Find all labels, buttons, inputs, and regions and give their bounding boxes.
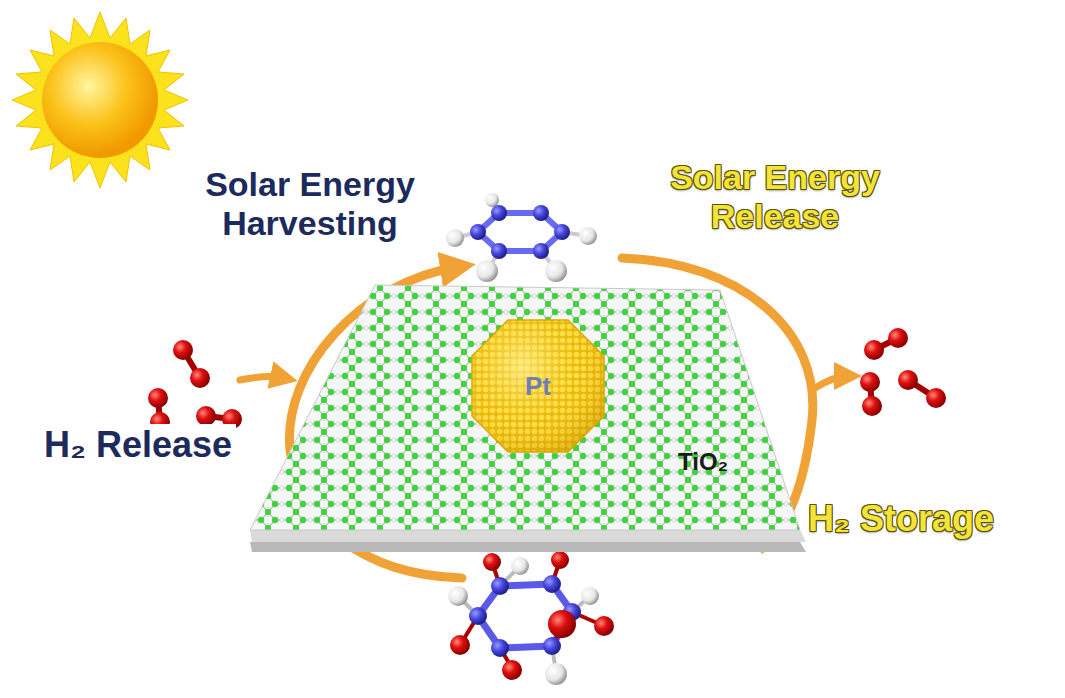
step-label: H₂ Storage <box>808 498 994 539</box>
oxygen-out-arrow <box>815 376 848 388</box>
step-label: Solar Energy Harvesting <box>150 165 470 243</box>
hydrogenated-molecule <box>448 551 614 685</box>
step-label: Solar Energy Release <box>640 158 910 236</box>
oxygen-molecules <box>148 340 242 432</box>
oxygen-molecules <box>860 328 946 416</box>
aromatic-molecule <box>446 193 597 282</box>
metal-label: Pt <box>525 371 551 402</box>
oxygen-in-arrow <box>240 377 284 380</box>
tio2-sheet: TiO₂ Pt <box>240 280 810 555</box>
sun-icon <box>12 12 188 188</box>
step-label: H₂ Release <box>40 424 236 465</box>
pt-nanoparticle: Pt <box>468 316 608 456</box>
material-label: TiO₂ <box>678 448 728 476</box>
